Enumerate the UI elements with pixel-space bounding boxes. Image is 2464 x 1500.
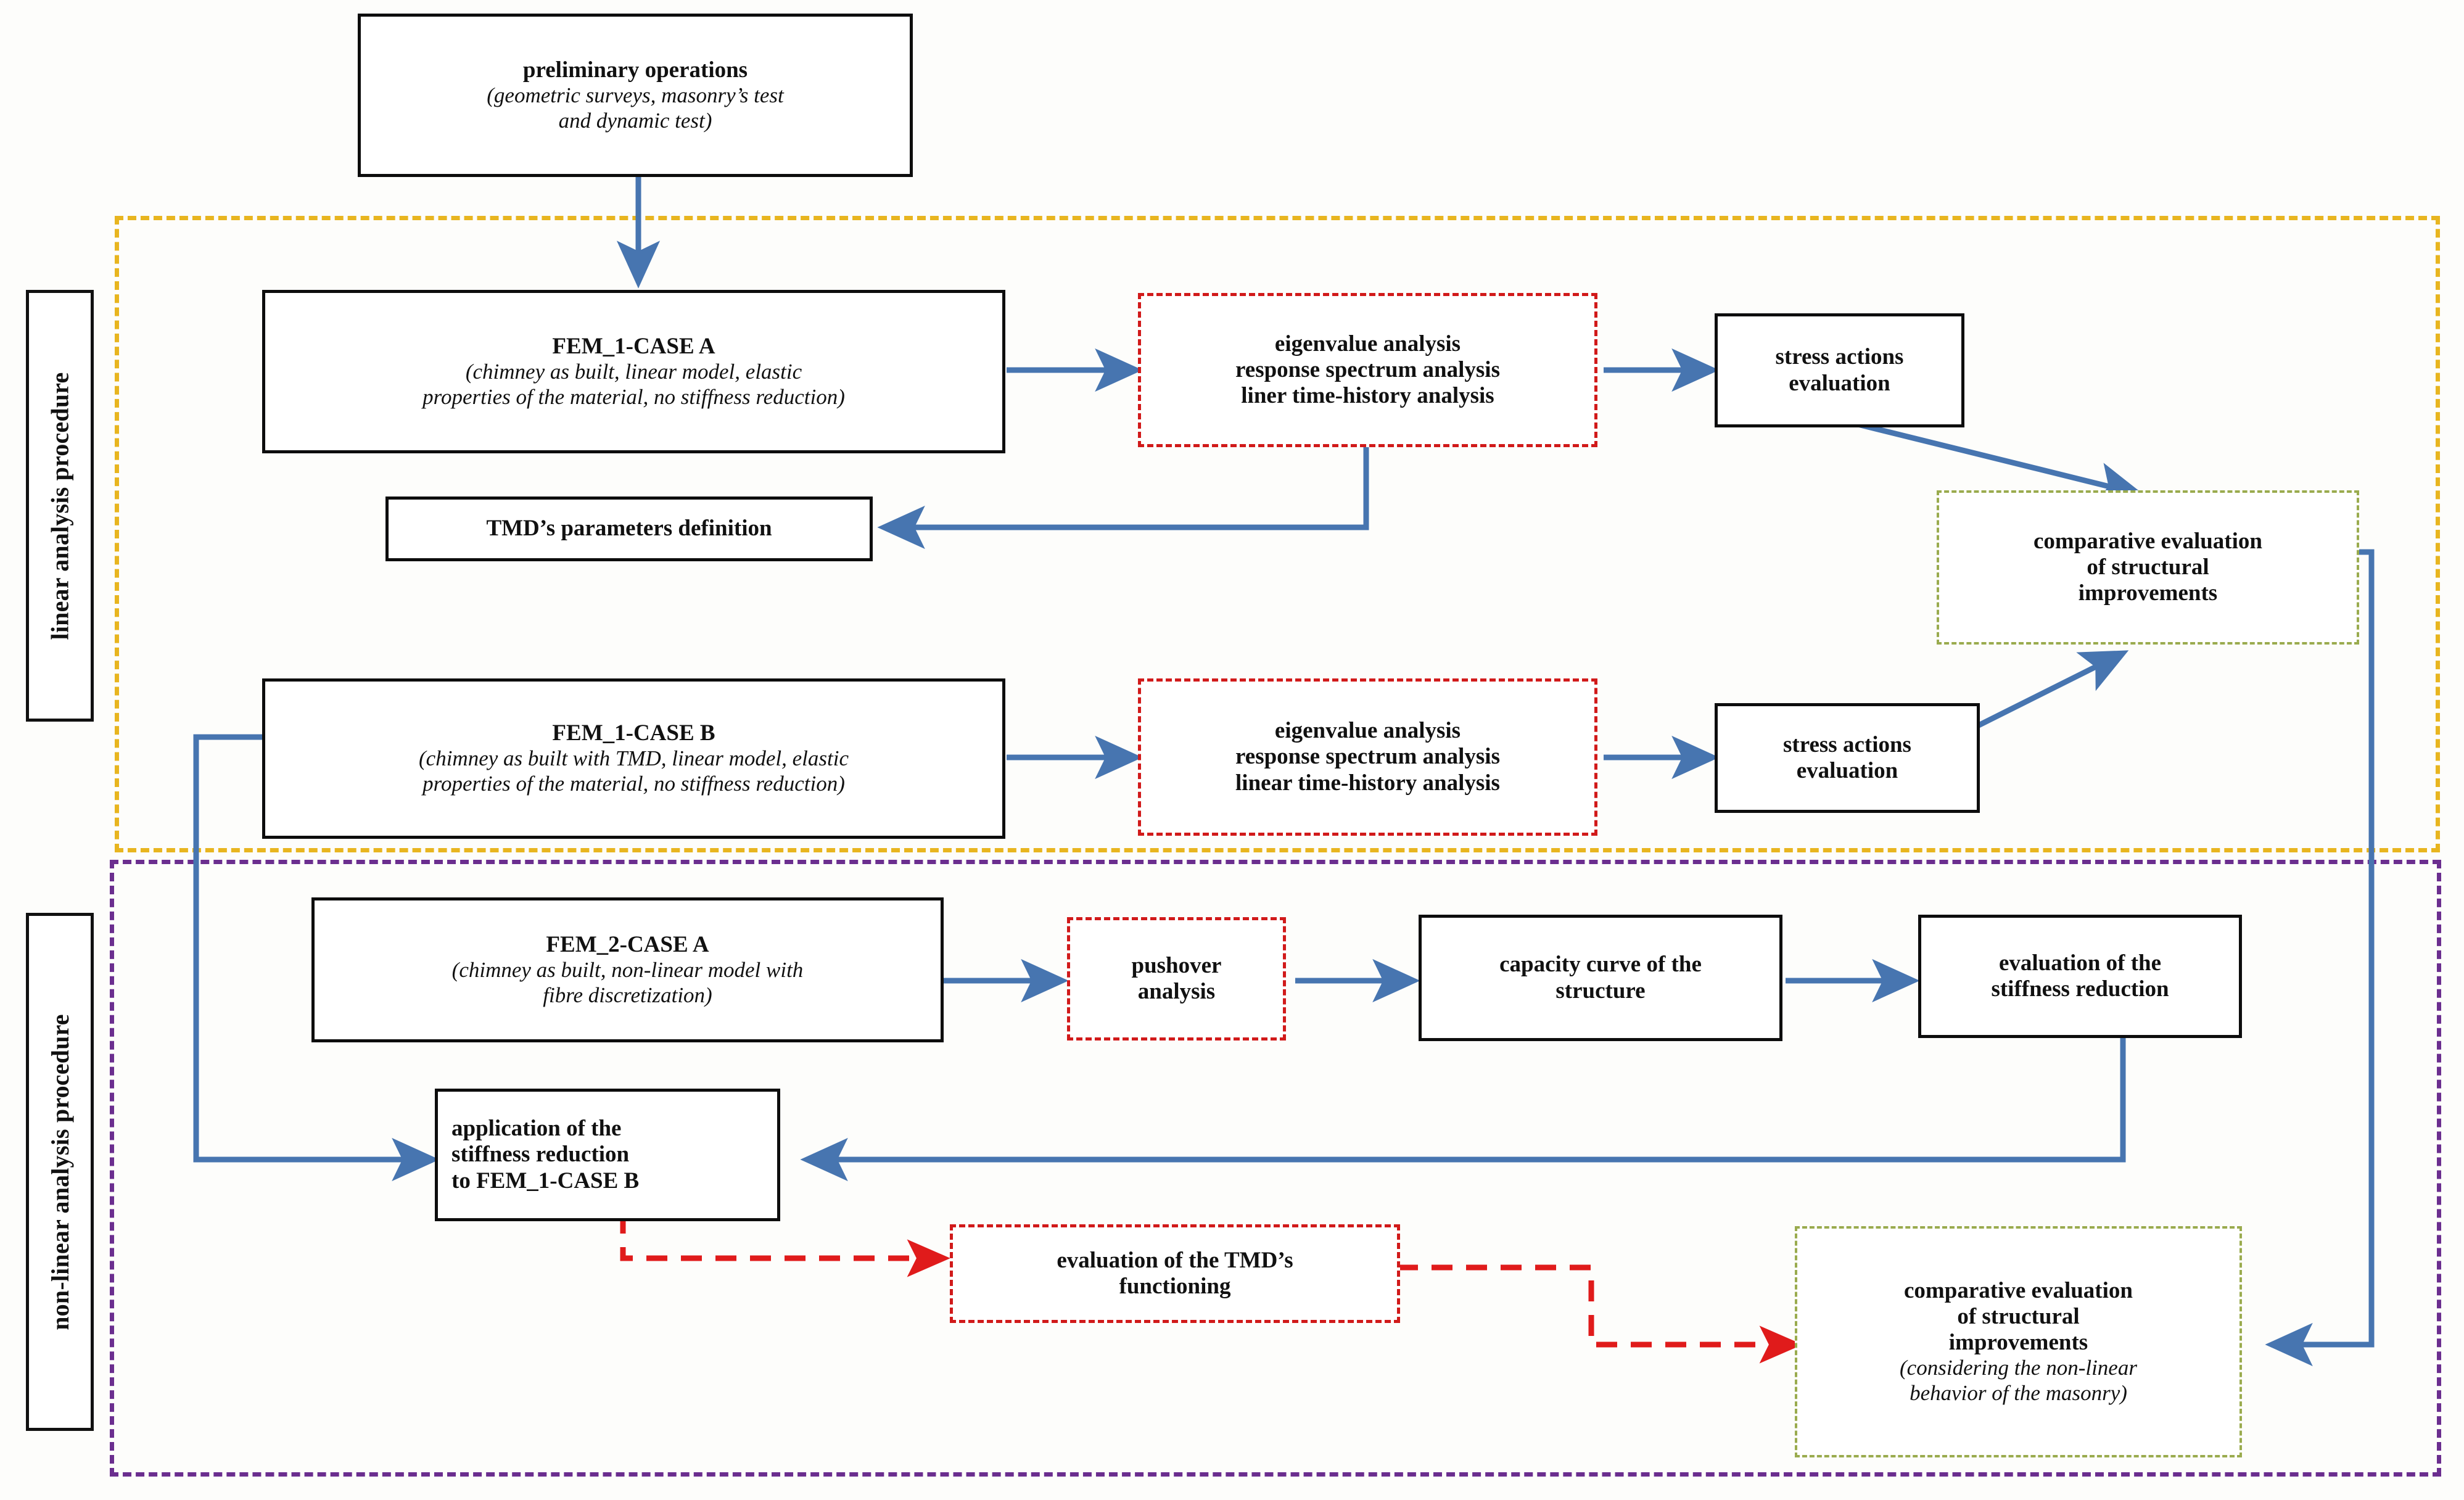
side-label-nonlinear-analysis-procedure: non-linear analysis procedure: [26, 913, 94, 1431]
node-comparative-nonlinear-subtitle: (considering the non-linear behavior of …: [1900, 1356, 2137, 1405]
node-comparative-linear-title: comparative evaluation of structural imp…: [2033, 528, 2262, 606]
node-pushover-analysis[interactable]: pushover analysis: [1067, 917, 1286, 1041]
node-comparative-evaluation-nonlinear[interactable]: comparative evaluation of structural imp…: [1795, 1226, 2242, 1457]
node-stress-actions-a-title: stress actions evaluation: [1775, 344, 1904, 396]
node-stress-actions-b[interactable]: stress actions evaluation: [1715, 703, 1980, 813]
node-stiffness-reduction-evaluation[interactable]: evaluation of the stiffness reduction: [1918, 915, 2242, 1038]
node-fem1-case-b[interactable]: FEM_1-CASE B (chimney as built with TMD,…: [262, 678, 1005, 839]
region-nonlinear-analysis: [110, 860, 2441, 1477]
node-analysis-case-b-title: eigenvalue analysis response spectrum an…: [1235, 718, 1500, 796]
node-capacity-curve[interactable]: capacity curve of the structure: [1419, 915, 1782, 1041]
node-comparative-evaluation-linear[interactable]: comparative evaluation of structural imp…: [1937, 490, 2359, 645]
node-analysis-case-a[interactable]: eigenvalue analysis response spectrum an…: [1138, 293, 1597, 447]
side-label-linear-text: linear analysis procedure: [46, 372, 74, 640]
node-fem1-case-a-subtitle: (chimney as built, linear model, elastic…: [422, 359, 845, 409]
node-analysis-case-a-title: eigenvalue analysis response spectrum an…: [1235, 331, 1500, 409]
node-fem2-case-a-title: FEM_2-CASE A: [546, 931, 709, 957]
node-fem1-case-a[interactable]: FEM_1-CASE A (chimney as built, linear m…: [262, 290, 1005, 453]
node-fem1-case-a-title: FEM_1-CASE A: [552, 333, 715, 359]
node-preliminary-operations[interactable]: preliminary operations (geometric survey…: [358, 14, 913, 177]
node-stress-actions-b-title: stress actions evaluation: [1783, 731, 1911, 783]
node-preliminary-title: preliminary operations: [522, 57, 748, 83]
node-tmd-parameters-definition[interactable]: TMD’s parameters definition: [385, 497, 873, 561]
node-fem2-case-a[interactable]: FEM_2-CASE A (chimney as built, non-line…: [311, 897, 944, 1042]
node-stiffness-eval-title: evaluation of the stiffness reduction: [1991, 950, 2169, 1002]
node-capacity-curve-title: capacity curve of the structure: [1499, 952, 1702, 1003]
node-fem1-case-b-title: FEM_1-CASE B: [552, 720, 715, 746]
node-fem1-case-b-subtitle: (chimney as built with TMD, linear model…: [419, 746, 849, 796]
node-preliminary-subtitle: (geometric surveys, masonry’s test and d…: [487, 83, 784, 133]
node-tmd-parameters-title: TMD’s parameters definition: [486, 516, 772, 542]
side-label-nonlinear-text: non-linear analysis procedure: [46, 1013, 74, 1330]
region-linear-analysis: [115, 216, 2440, 852]
node-stress-actions-a[interactable]: stress actions evaluation: [1715, 313, 1964, 427]
node-tmd-functioning-title: evaluation of the TMD’s functioning: [1057, 1247, 1293, 1299]
node-tmd-functioning-evaluation[interactable]: evaluation of the TMD’s functioning: [950, 1224, 1400, 1323]
node-apply-stiffness-title: application of the stiffness reduction t…: [451, 1116, 640, 1193]
node-fem2-case-a-subtitle: (chimney as built, non-linear model with…: [451, 957, 804, 1007]
node-comparative-nonlinear-title: comparative evaluation of structural imp…: [1904, 1277, 2133, 1355]
node-pushover-title: pushover analysis: [1131, 952, 1222, 1004]
node-apply-stiffness-reduction[interactable]: application of the stiffness reduction t…: [435, 1089, 780, 1221]
node-analysis-case-b[interactable]: eigenvalue analysis response spectrum an…: [1138, 678, 1597, 836]
side-label-linear-analysis-procedure: linear analysis procedure: [26, 290, 94, 722]
